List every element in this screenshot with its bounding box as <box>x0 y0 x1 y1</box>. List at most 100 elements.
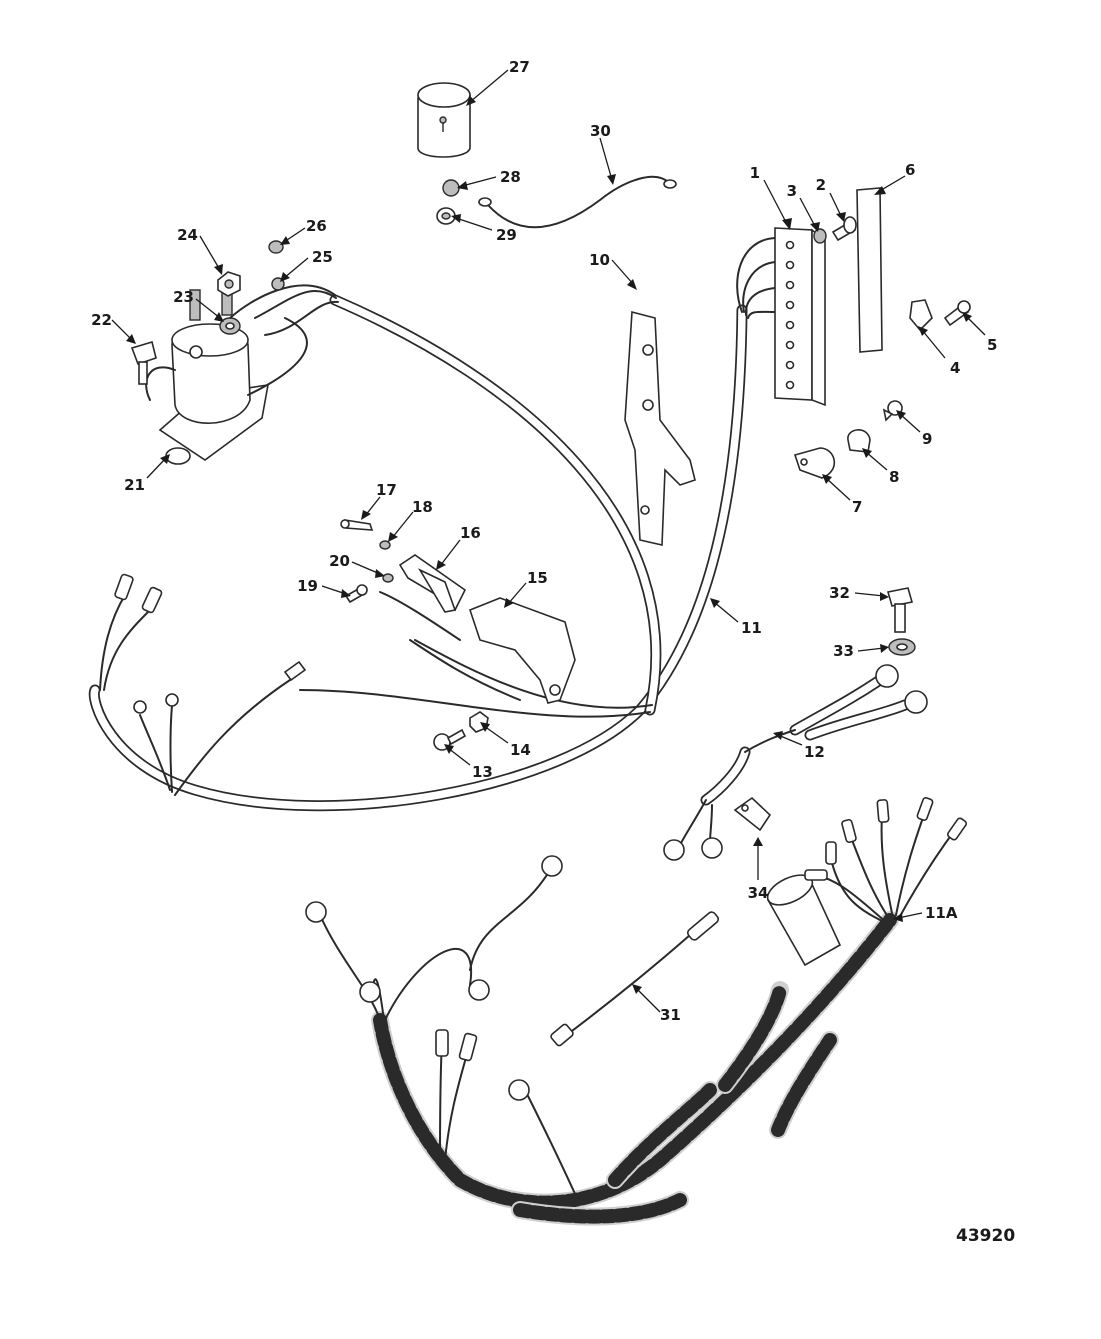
svg-text:20: 20 <box>329 552 350 570</box>
ground-lead-part-30 <box>478 175 677 229</box>
svg-text:2: 2 <box>816 176 826 194</box>
svg-text:1: 1 <box>750 164 760 182</box>
washer-part-33 <box>888 638 916 656</box>
svg-text:33: 33 <box>833 642 854 660</box>
nut-part-28 <box>442 179 460 197</box>
callout-16: 16 <box>436 524 481 570</box>
callout-12: 12 <box>773 731 825 761</box>
battery-cable-harness-part-12 <box>663 664 928 861</box>
svg-text:5: 5 <box>987 336 997 354</box>
mounting-bracket-part-10 <box>624 310 696 546</box>
svg-text:19: 19 <box>297 577 318 595</box>
svg-text:10: 10 <box>589 251 610 269</box>
svg-text:29: 29 <box>496 226 517 244</box>
engine-harness-part-11a <box>305 796 968 1226</box>
callout-34: 34 <box>748 837 769 902</box>
jumper-clip-part-4 <box>909 299 933 332</box>
callout-31: 31 <box>632 984 681 1024</box>
callout-23: 23 <box>173 288 224 322</box>
callout-32: 32 <box>829 584 889 602</box>
svg-text:31: 31 <box>660 1006 681 1024</box>
svg-text:15: 15 <box>527 569 548 587</box>
drawing-number: 43920 <box>956 1226 1016 1246</box>
svg-text:28: 28 <box>500 168 521 186</box>
svg-text:17: 17 <box>376 481 397 499</box>
svg-text:4: 4 <box>950 359 960 377</box>
label-strip-part-6 <box>856 187 883 353</box>
svg-text:11: 11 <box>741 619 762 637</box>
main-harness-part-11 <box>88 237 776 812</box>
svg-text:16: 16 <box>460 524 481 542</box>
callout-27: 27 <box>466 58 530 106</box>
callout-15: 15 <box>504 569 548 608</box>
svg-text:3: 3 <box>787 182 797 200</box>
bolt-part-32 <box>886 587 914 633</box>
svg-text:14: 14 <box>510 741 531 759</box>
callout-3: 3 <box>787 182 820 232</box>
switch-part-16 <box>398 554 467 613</box>
callout-11a: 11A <box>893 904 958 922</box>
callout-1: 1 <box>750 164 792 230</box>
callout-19: 19 <box>297 577 351 598</box>
svg-text:6: 6 <box>905 161 915 179</box>
jumper-lead-part-31 <box>550 911 720 1047</box>
starter-solenoid-part-21 <box>145 284 308 465</box>
callout-8: 8 <box>862 448 899 486</box>
nut-part-20 <box>382 573 394 583</box>
lockwasher-part-3 <box>813 228 827 244</box>
callout-4: 4 <box>918 326 960 377</box>
svg-text:8: 8 <box>889 468 899 486</box>
svg-text:11A: 11A <box>925 904 958 922</box>
callout-11: 11 <box>710 598 762 637</box>
callout-6: 6 <box>874 161 915 195</box>
switch-leads <box>379 591 521 701</box>
svg-text:22: 22 <box>91 311 112 329</box>
callout-21: 21 <box>124 454 170 494</box>
screw-part-19 <box>344 584 368 604</box>
svg-text:27: 27 <box>509 58 530 76</box>
svg-text:26: 26 <box>306 217 327 235</box>
svg-text:21: 21 <box>124 476 145 494</box>
callout-5: 5 <box>962 312 997 354</box>
callout-7: 7 <box>822 474 862 516</box>
lockwasher-part-18 <box>379 540 391 550</box>
hex-nut-part-24 <box>217 271 241 297</box>
callout-10: 10 <box>589 251 637 290</box>
callout-9: 9 <box>896 410 932 448</box>
callout-22: 22 <box>91 311 136 344</box>
clamp-part-8 <box>847 429 871 453</box>
callout-2: 2 <box>816 176 846 222</box>
cable-clip-part-34 <box>733 796 772 832</box>
svg-text:7: 7 <box>852 498 862 516</box>
switch-bracket-part-15 <box>469 597 576 704</box>
svg-text:13: 13 <box>472 763 493 781</box>
callout-24: 24 <box>177 226 223 275</box>
svg-text:34: 34 <box>748 884 769 902</box>
callout-17: 17 <box>361 481 397 520</box>
svg-text:32: 32 <box>829 584 850 602</box>
callout-20: 20 <box>329 552 385 578</box>
callout-18: 18 <box>388 498 433 542</box>
nut-part-26 <box>268 240 284 254</box>
svg-text:9: 9 <box>922 430 932 448</box>
svg-text:18: 18 <box>412 498 433 516</box>
screw-part-17 <box>340 519 374 531</box>
svg-text:30: 30 <box>590 122 611 140</box>
clamp-part-7 <box>793 447 835 479</box>
terminal-cap-part-27 <box>417 82 471 158</box>
callout-13: 13 <box>444 744 493 781</box>
svg-text:23: 23 <box>173 288 194 306</box>
callout-14: 14 <box>480 722 531 759</box>
svg-text:25: 25 <box>312 248 333 266</box>
lockwasher-part-23 <box>219 317 241 335</box>
svg-text:24: 24 <box>177 226 198 244</box>
callout-33: 33 <box>833 642 889 660</box>
bolt-part-22 <box>130 340 157 385</box>
svg-text:12: 12 <box>804 743 825 761</box>
callout-29: 29 <box>451 214 517 244</box>
callout-25: 25 <box>280 248 333 282</box>
callout-26: 26 <box>280 217 327 245</box>
screw-part-2 <box>831 216 857 242</box>
callout-28: 28 <box>457 168 521 190</box>
